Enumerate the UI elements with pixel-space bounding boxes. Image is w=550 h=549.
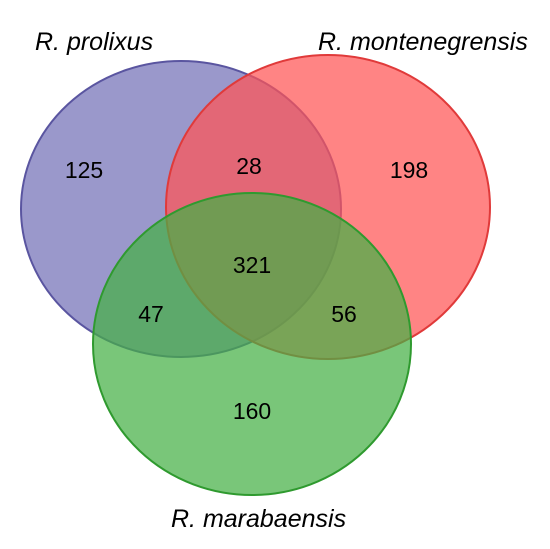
count-prolixus-only: 125 xyxy=(65,157,103,183)
label-r-marabaensis: R. marabaensis xyxy=(171,505,346,533)
count-prolixus-marabaensis: 47 xyxy=(138,301,164,327)
count-marabaensis-only: 160 xyxy=(233,398,271,424)
label-r-montenegrensis: R. montenegrensis xyxy=(318,28,528,56)
label-r-prolixus: R. prolixus xyxy=(35,28,153,56)
count-all-three: 321 xyxy=(233,252,271,278)
count-montenegrensis-marabaensis: 56 xyxy=(331,301,357,327)
count-prolixus-montenegrensis: 28 xyxy=(236,153,262,179)
circle-r-marabaensis xyxy=(92,192,412,496)
count-montenegrensis-only: 198 xyxy=(390,157,428,183)
